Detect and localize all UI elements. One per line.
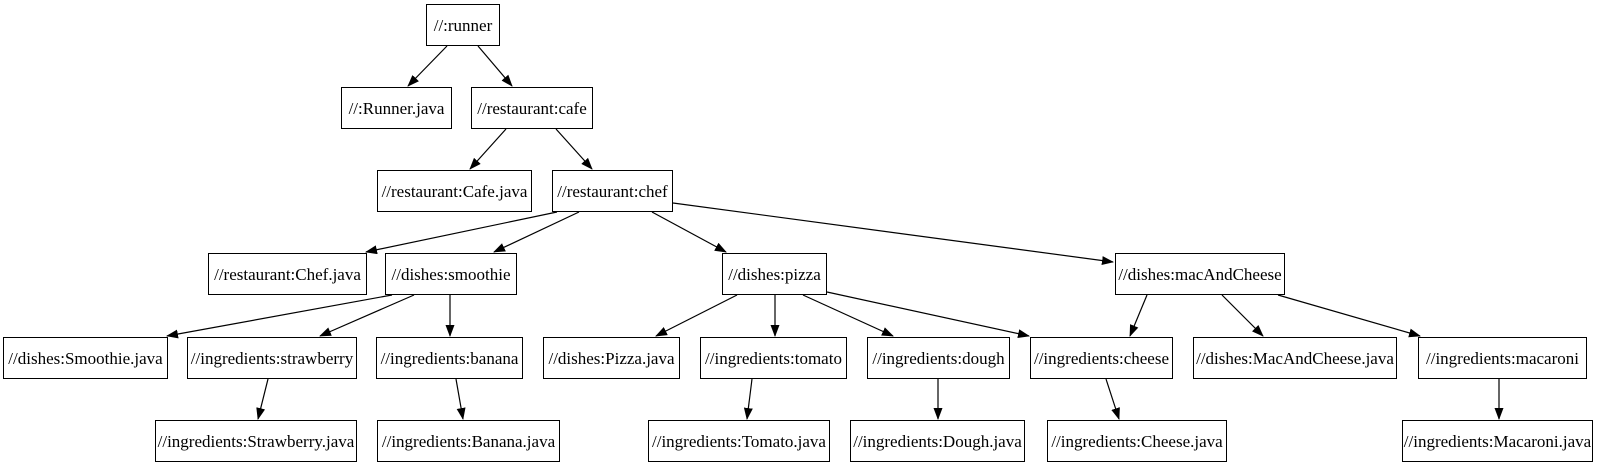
graph-node-strawberry_java: //ingredients:Strawberry.java xyxy=(155,420,357,462)
graph-edge-cheese-cheese_java xyxy=(1105,378,1120,420)
graph-node-pizza_java: //dishes:Pizza.java xyxy=(543,337,680,379)
graph-edge-mac_and_cheese-cheese xyxy=(1129,294,1148,337)
graph-node-dough_java: //ingredients:Dough.java xyxy=(850,420,1025,462)
graph-edge-pizza-cheese xyxy=(826,291,1030,339)
graph-node-cafe_java: //restaurant:Cafe.java xyxy=(377,170,532,212)
graph-node-chef_java: //restaurant:Chef.java xyxy=(208,253,367,295)
graph-edge-banana-banana_java xyxy=(455,378,466,420)
graph-edge-chef-smoothie xyxy=(493,211,580,253)
graph-node-banana: //ingredients:banana xyxy=(376,337,523,379)
graph-node-banana_java: //ingredients:Banana.java xyxy=(377,420,560,462)
graph-node-cheese_java: //ingredients:Cheese.java xyxy=(1047,420,1227,462)
graph-node-chef: //restaurant:chef xyxy=(552,170,673,212)
graph-edge-mac_and_cheese-macaroni xyxy=(1277,294,1421,338)
graph-node-runner: //:runner xyxy=(426,4,500,46)
graph-node-cafe: //restaurant:cafe xyxy=(471,87,593,129)
graph-node-mac_and_cheese_java: //dishes:MacAndCheese.java xyxy=(1193,337,1397,379)
graph-edge-runner-runner_java xyxy=(407,45,448,87)
graph-edge-cafe-chef xyxy=(555,128,593,170)
graph-node-mac_and_cheese: //dishes:macAndCheese xyxy=(1115,253,1285,295)
graph-node-smoothie: //dishes:smoothie xyxy=(385,253,517,295)
graph-edge-runner-cafe xyxy=(477,45,513,87)
graph-node-smoothie_java: //dishes:Smoothie.java xyxy=(3,337,168,379)
graph-node-pizza: //dishes:pizza xyxy=(722,253,827,295)
graph-edge-cafe-cafe_java xyxy=(469,128,507,170)
graph-edge-smoothie-smoothie_java xyxy=(166,294,393,339)
graph-edge-chef-mac_and_cheese xyxy=(672,202,1114,265)
graph-node-strawberry: //ingredients:strawberry xyxy=(187,337,357,379)
graph-edge-chef-chef_java xyxy=(365,211,558,255)
graph-node-tomato_java: //ingredients:Tomato.java xyxy=(648,420,830,462)
graph-edge-pizza-pizza_java xyxy=(655,294,738,337)
graph-edge-tomato-tomato_java xyxy=(743,378,753,420)
graph-node-dough: //ingredients:dough xyxy=(867,337,1010,379)
graph-node-cheese: //ingredients:cheese xyxy=(1030,337,1173,379)
graph-edge-pizza-dough xyxy=(802,294,894,337)
graph-node-macaroni: //ingredients:macaroni xyxy=(1418,337,1587,379)
graph-edge-strawberry-strawberry_java xyxy=(256,378,269,420)
graph-node-macaroni_java: //ingredients:Macaroni.java xyxy=(1402,420,1593,462)
graph-edge-smoothie-strawberry xyxy=(319,294,415,337)
graph-node-runner_java: //:Runner.java xyxy=(341,87,452,129)
graph-edge-chef-pizza xyxy=(651,211,727,253)
graph-edge-mac_and_cheese-mac_and_cheese_java xyxy=(1221,294,1264,337)
graph-node-tomato: //ingredients:tomato xyxy=(700,337,847,379)
graph-edges xyxy=(166,45,1504,420)
